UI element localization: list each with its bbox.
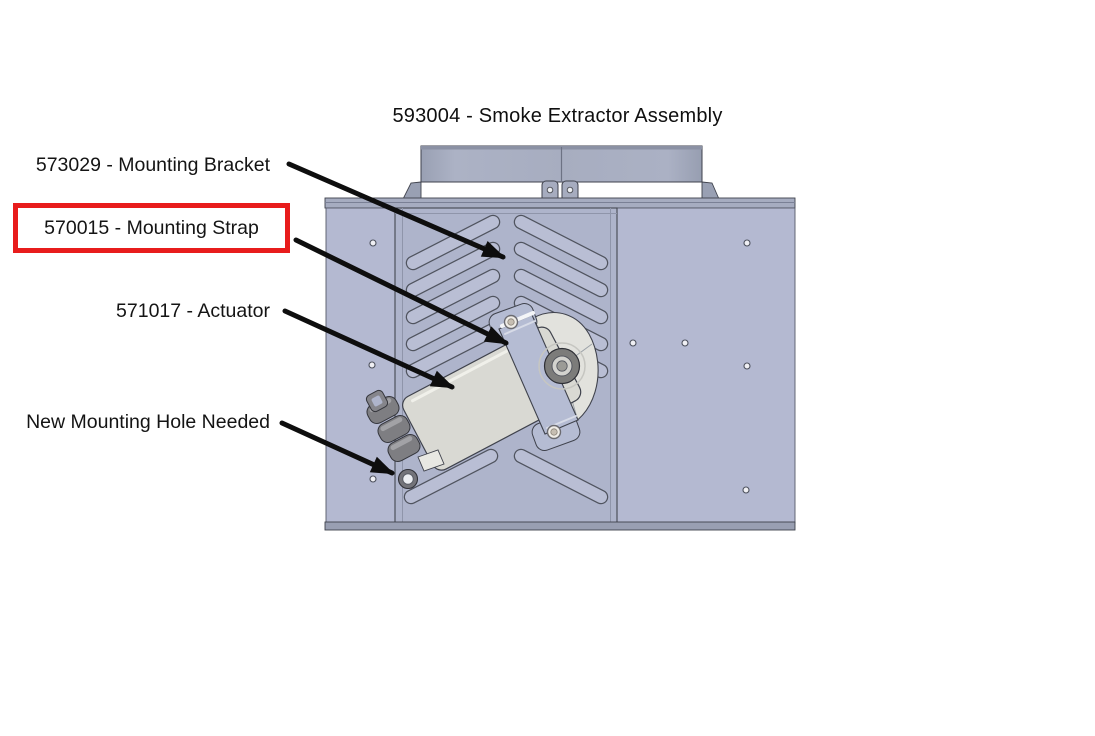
mounting-strap bbox=[488, 303, 581, 451]
callout-mounting-strap-label: 570015 - Mounting Strap bbox=[44, 216, 259, 239]
cabinet-left-panel bbox=[325, 207, 396, 524]
collar-tab-right bbox=[561, 180, 579, 203]
actuator-ear-tab bbox=[365, 389, 389, 413]
leader-arrow-actuator bbox=[282, 308, 455, 390]
cabinet-bottom-lip bbox=[324, 521, 796, 531]
cabinet-right-panel bbox=[616, 207, 796, 524]
actuator-hub bbox=[538, 342, 586, 390]
actuator-foot-flap bbox=[417, 449, 445, 472]
collar-tab-left bbox=[541, 180, 559, 203]
strap-screw-bottom bbox=[546, 424, 562, 440]
cabinet-top-flange bbox=[324, 197, 796, 209]
duct-collar bbox=[402, 145, 720, 203]
callout-mounting-strap-highlight: 570015 - Mounting Strap bbox=[13, 203, 290, 253]
diagram-title: 593004 - Smoke Extractor Assembly bbox=[392, 105, 723, 127]
strap-screw-top bbox=[503, 314, 519, 330]
callout-mounting-bracket: 573029 - Mounting Bracket bbox=[35, 154, 270, 176]
panel-holes bbox=[368, 239, 751, 494]
leader-arrow-mounting-strap bbox=[293, 237, 509, 346]
callout-new-mounting-hole: New Mounting Hole Needed bbox=[26, 411, 270, 433]
leader-arrow-mounting-bracket bbox=[286, 161, 506, 260]
new-mounting-hole bbox=[397, 468, 419, 490]
callout-actuator: 571017 - Actuator bbox=[116, 300, 270, 322]
actuator-assembly bbox=[365, 303, 599, 490]
leader-arrow-new-hole bbox=[279, 420, 395, 476]
